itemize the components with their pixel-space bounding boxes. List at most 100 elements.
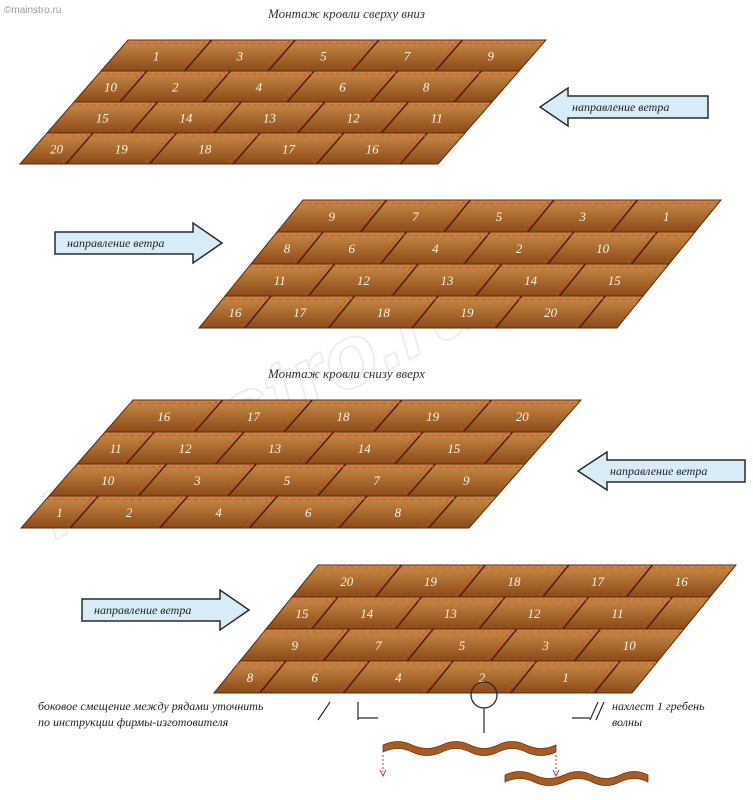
- overlap-seam: [606, 199, 633, 233]
- sheet-number: 2: [172, 80, 179, 95]
- sheet-number: 10: [623, 638, 637, 653]
- sheet-number: 18: [337, 409, 351, 424]
- overlap-seam: [60, 132, 89, 165]
- sheet-joint: [213, 101, 242, 134]
- sheet-joint: [593, 660, 622, 694]
- sheet-number: 12: [357, 273, 371, 288]
- sheet-number: 3: [236, 49, 244, 64]
- sheet-joint: [374, 564, 403, 598]
- overlap-seam: [430, 39, 458, 72]
- sheet-joint: [125, 431, 155, 465]
- overlap-seam: [625, 231, 653, 265]
- roof-row: [212, 660, 660, 694]
- sheet-joint: [379, 231, 408, 265]
- sheet-joint: [286, 70, 315, 103]
- sheet-number: 15: [608, 273, 622, 288]
- offset-markers: [317, 701, 605, 721]
- overlap-seam: [222, 463, 252, 497]
- sheet-number: 20: [516, 409, 530, 424]
- sheet-joint: [645, 596, 674, 630]
- sheet-number: 7: [412, 209, 419, 224]
- sheet-number: 4: [256, 80, 263, 95]
- sheet-number: 8: [284, 241, 291, 256]
- sheet-joint: [232, 132, 261, 165]
- sheet-number: 13: [263, 111, 277, 126]
- overlap-seam: [370, 564, 397, 598]
- sheet-joint: [327, 295, 356, 329]
- wind-arrow-3: направление ветра: [576, 450, 746, 492]
- sheet-joint: [558, 263, 587, 297]
- sheet-joint: [510, 660, 538, 694]
- sheet-joint: [351, 39, 380, 72]
- sheet-joint: [527, 199, 555, 233]
- note-lateral-offset-1: боковое смещение между рядами уточнить: [38, 699, 264, 713]
- sheet-joint: [484, 431, 514, 465]
- sheet-number: 5: [496, 209, 503, 224]
- overlap-seam: [208, 101, 237, 134]
- sheet-number: 20: [544, 305, 558, 320]
- sheet-joint: [215, 431, 245, 465]
- overlap-seam: [368, 399, 398, 433]
- overlap-seam: [179, 39, 207, 72]
- sheet-number: 13: [268, 441, 282, 456]
- sheet-number: 18: [377, 305, 391, 320]
- sheet-number: 12: [527, 606, 541, 621]
- sheet-joint: [307, 263, 336, 297]
- overlap-seam: [376, 101, 404, 134]
- sheet-joint: [244, 295, 272, 329]
- sheet-joint: [578, 295, 607, 329]
- overlap-seam: [569, 628, 596, 662]
- overlap-seam: [423, 495, 453, 529]
- sheet-joint: [359, 199, 388, 233]
- sheet-joint: [69, 495, 99, 529]
- overlap-seam: [537, 564, 565, 598]
- roof-row: [18, 132, 467, 165]
- overlap-seam: [449, 70, 477, 103]
- sheet-joint: [406, 463, 437, 497]
- sheet-number: 1: [663, 209, 670, 224]
- sheet-number: 9: [329, 209, 336, 224]
- sheet-joint: [547, 231, 575, 265]
- sheet-number: 12: [347, 111, 361, 126]
- overlap-seam: [490, 295, 518, 329]
- overlap-seam: [278, 399, 308, 433]
- sheet-number: 6: [339, 80, 346, 95]
- overlap-seam: [239, 295, 267, 329]
- sheet-joint: [129, 101, 159, 134]
- sheet-number: 4: [395, 670, 402, 685]
- overlap-seam: [458, 399, 487, 433]
- sheet-joint: [338, 495, 368, 529]
- overlap-seam: [485, 628, 513, 662]
- overlap-seam: [346, 39, 375, 72]
- sheet-number: 3: [578, 209, 586, 224]
- overlap-seam: [389, 431, 419, 465]
- overlap-seam: [640, 596, 668, 630]
- note-overlap-1: нахлест 1 гребень: [612, 699, 705, 713]
- sheet-joint: [453, 70, 482, 103]
- sheet-joint: [65, 132, 94, 165]
- sheet-number: 16: [157, 409, 171, 424]
- sheet-joint: [426, 660, 454, 694]
- wind-label: направление ветра: [572, 100, 669, 114]
- sheet-number: 2: [126, 505, 133, 520]
- sheet-number: 8: [247, 670, 254, 685]
- sheet-number: 17: [247, 409, 261, 424]
- overlap-seam: [557, 596, 585, 630]
- sheet-number: 14: [358, 441, 372, 456]
- sheet-joint: [490, 628, 518, 662]
- sheet-number: 19: [426, 409, 440, 424]
- sheet-joint: [304, 431, 335, 465]
- note-overlap-2: волны: [612, 715, 642, 729]
- sheet-number: 9: [487, 49, 494, 64]
- sheet-joint: [458, 564, 486, 598]
- sheet-joint: [630, 231, 659, 265]
- sheet-joint: [296, 231, 324, 265]
- sheet-number: 13: [441, 273, 455, 288]
- sheet-number: 7: [373, 473, 380, 488]
- sheet-joint: [193, 399, 224, 433]
- sheet-number: 6: [349, 241, 356, 256]
- overlap-seam: [318, 628, 345, 662]
- sheet-number: 1: [153, 49, 160, 64]
